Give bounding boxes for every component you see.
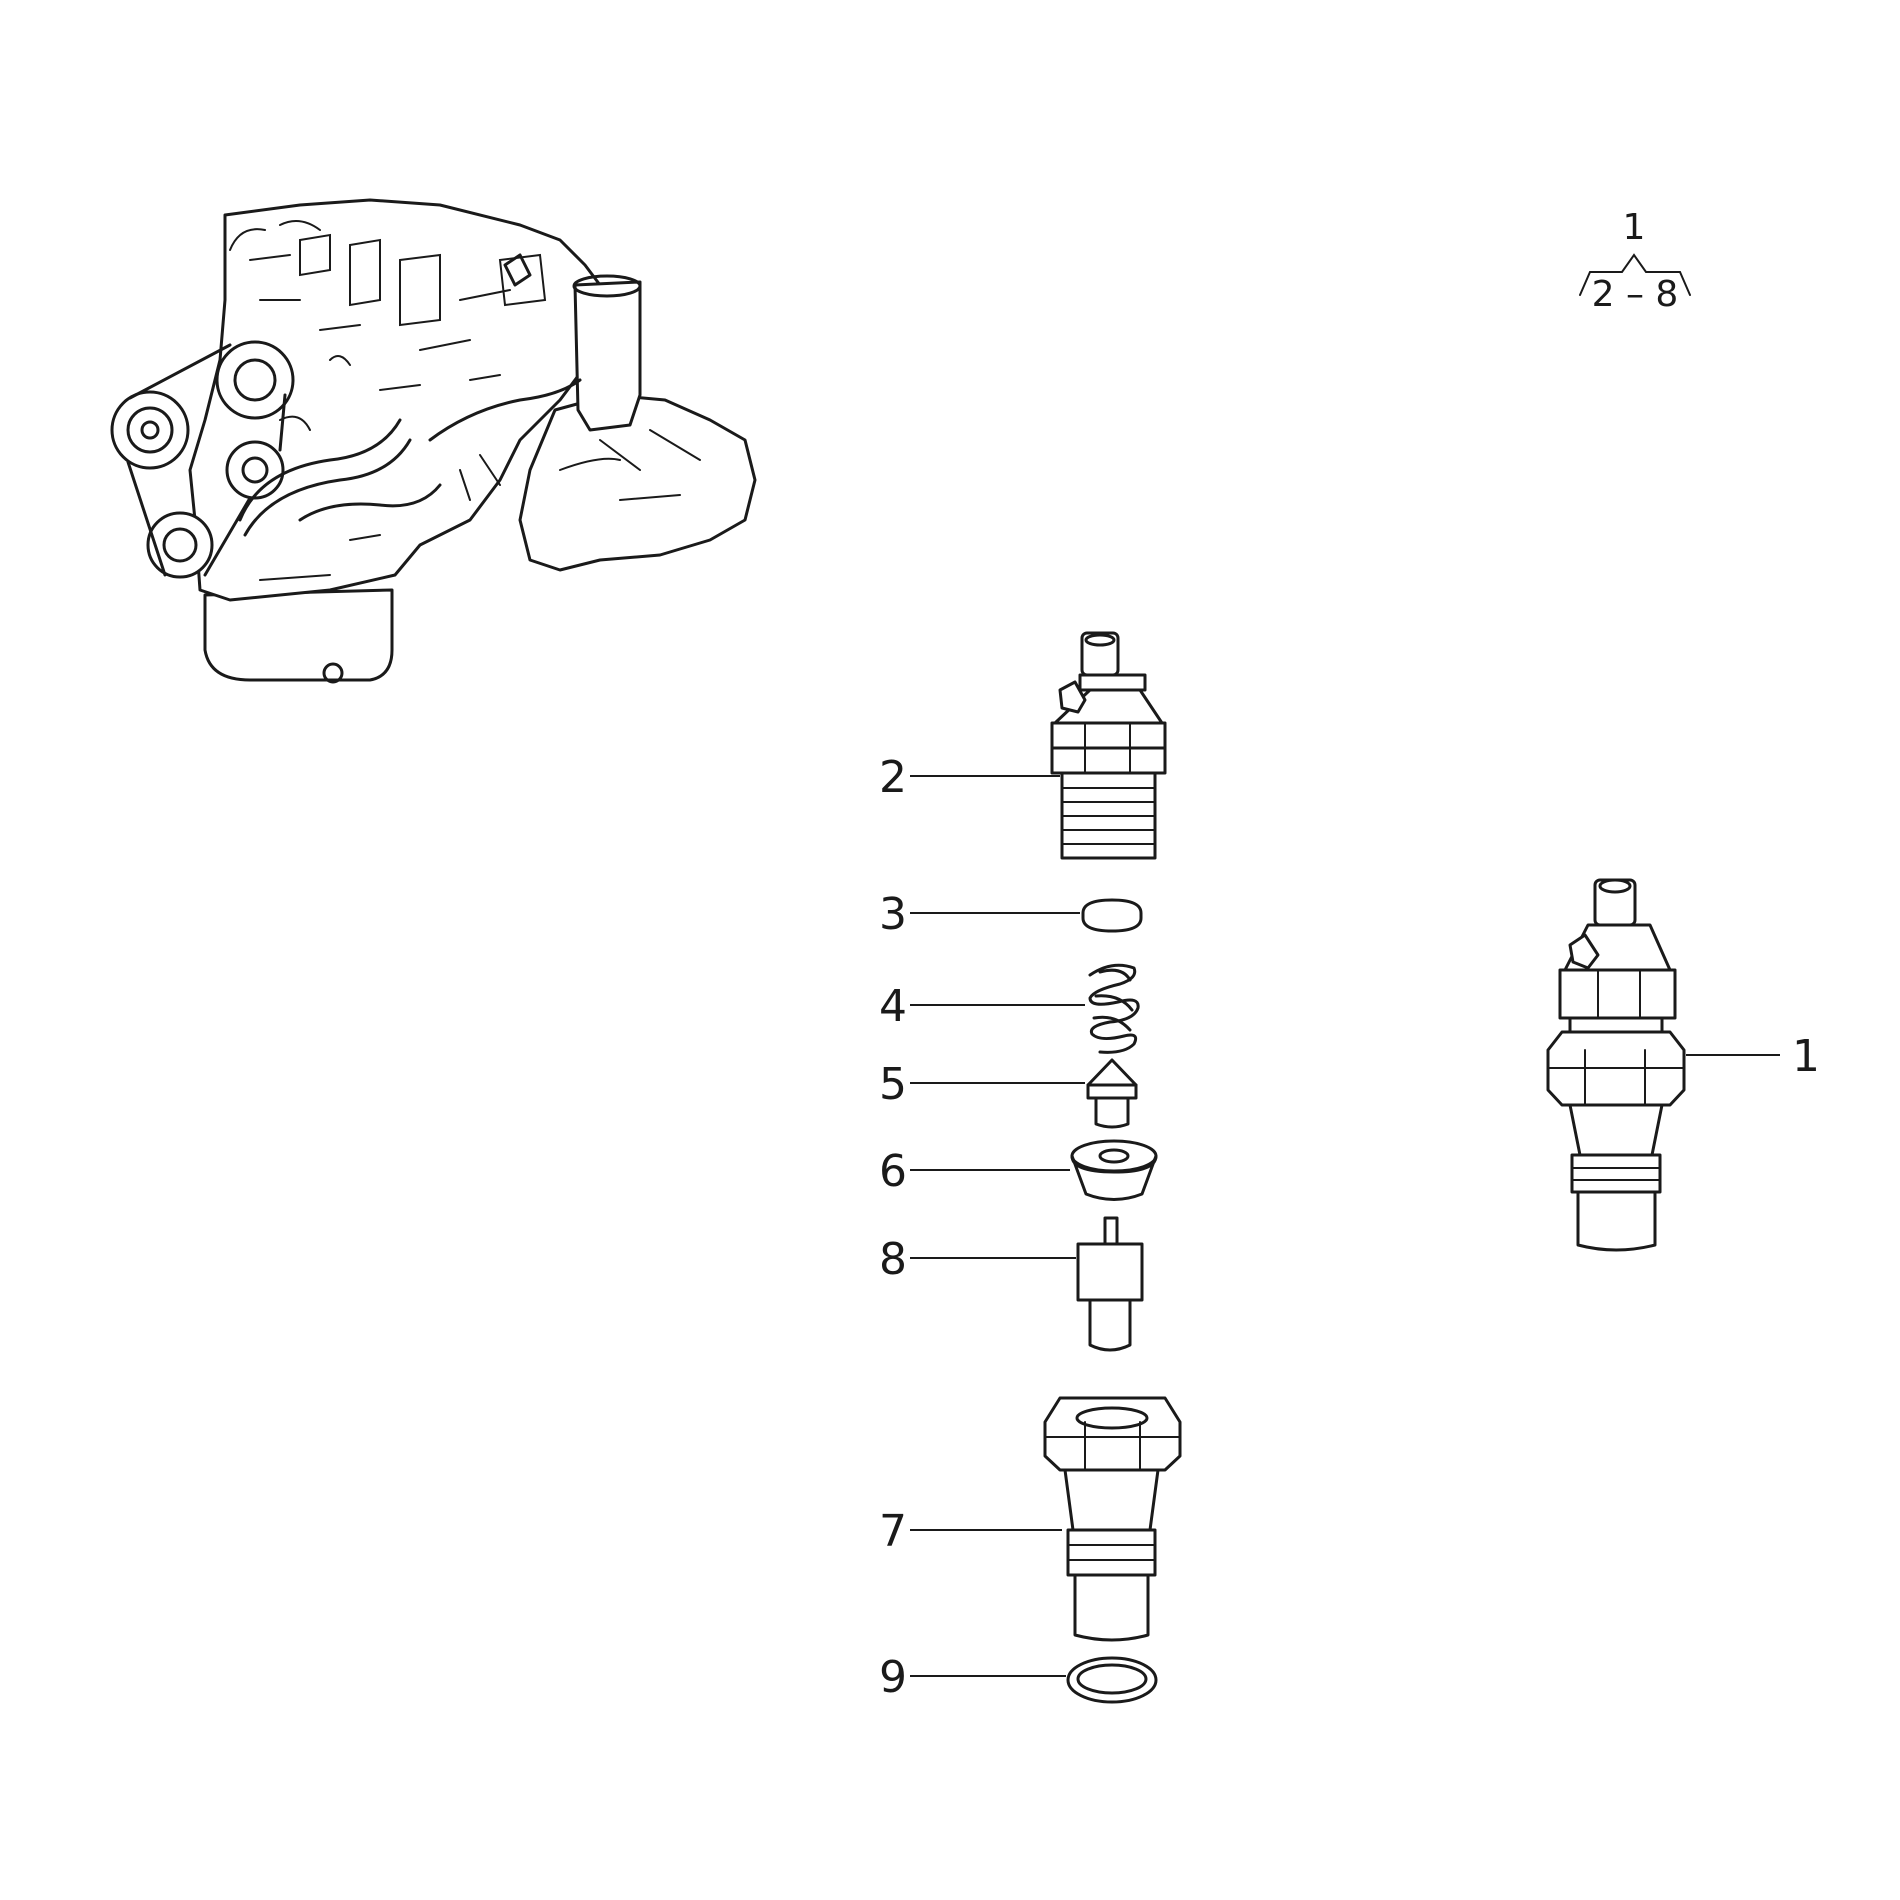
callout-number-5: 5	[879, 1059, 907, 1110]
callout-number-4: 4	[879, 981, 907, 1032]
part-8-nozzle	[1076, 1216, 1144, 1352]
callout-number-6: 6	[879, 1146, 907, 1197]
part-2-nozzle-holder-body	[1050, 631, 1167, 860]
part-3-shim	[1081, 898, 1143, 933]
callout-number-2: 2	[879, 752, 907, 803]
callout-leaders	[910, 775, 1780, 1677]
callout-number-7: 7	[879, 1506, 907, 1557]
group-key-range: 2 – 8	[1592, 274, 1679, 315]
part-7-retaining-nut	[1043, 1396, 1182, 1642]
callout-number-1: 1	[1792, 1031, 1820, 1082]
part-4-spring	[1088, 963, 1140, 1054]
callout-number-8: 8	[879, 1234, 907, 1285]
callout-number-9: 9	[879, 1652, 907, 1703]
part-9-sealing-washer	[1066, 1656, 1158, 1704]
callout-number-3: 3	[879, 889, 907, 940]
assembly-group-key: 1 2 – 8	[1579, 207, 1691, 315]
part-6-spacer	[1070, 1139, 1158, 1201]
part-5-pressure-pin	[1086, 1058, 1138, 1129]
part-1-injector-assembly	[1546, 878, 1686, 1252]
engine-overview-icon	[110, 198, 757, 684]
callout-labels: 2 3 4 5 6 8 7 9 1	[879, 752, 1820, 1703]
group-key-assembly-number: 1	[1623, 207, 1646, 248]
